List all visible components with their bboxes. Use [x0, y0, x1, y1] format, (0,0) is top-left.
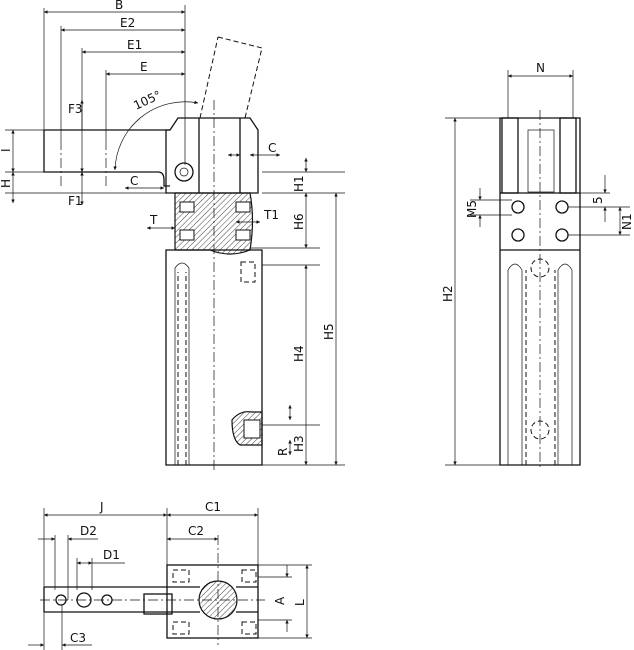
dim-D1: D1	[103, 548, 120, 562]
dim-B: B	[115, 0, 123, 12]
dim-L: L	[293, 599, 307, 606]
dim-H5: H5	[322, 323, 336, 340]
dim-M5: M5	[465, 200, 479, 218]
dim-angle: 105°	[131, 88, 163, 113]
dim-E1: E1	[127, 38, 142, 52]
dim-H6: H6	[292, 213, 306, 230]
dim-T1: T1	[263, 208, 279, 222]
dim-E2: E2	[120, 16, 135, 30]
side-view: N H2 M5 5 N1	[441, 61, 634, 470]
dim-F3: F3	[68, 102, 83, 116]
dim-R: R	[276, 448, 290, 456]
front-view: B E2 E1 E F3 F1 105° I H C C H1 H6 T T1 …	[0, 0, 345, 470]
dim-I: I	[0, 148, 13, 152]
dim-H4: H4	[292, 345, 306, 362]
dim-J: J	[99, 500, 104, 514]
clamp-arm	[43, 129, 170, 187]
dim-H: H	[0, 179, 13, 188]
dim-N1: N1	[620, 213, 634, 230]
dim-C-top: C	[268, 141, 276, 155]
dim-5: 5	[591, 196, 605, 204]
dim-D2: D2	[80, 524, 97, 538]
pivot-pin	[174, 162, 194, 182]
dim-E: E	[140, 60, 148, 74]
dim-C2: C2	[188, 524, 204, 538]
dim-A: A	[273, 596, 287, 605]
dim-C1: C1	[205, 500, 221, 514]
dim-C3: C3	[70, 631, 86, 645]
raised-arm-phantom	[199, 36, 263, 119]
dim-N: N	[536, 61, 545, 75]
dim-C-bottom: C	[130, 174, 138, 188]
clamp-head	[165, 117, 259, 194]
dim-H1: H1	[292, 175, 306, 192]
dim-H3: H3	[292, 435, 306, 452]
dim-T: T	[149, 213, 158, 227]
dim-F1: F1	[68, 194, 83, 208]
top-view: J C1 D2 C2 D1 A L C3	[28, 500, 312, 650]
dim-H2: H2	[441, 285, 455, 302]
